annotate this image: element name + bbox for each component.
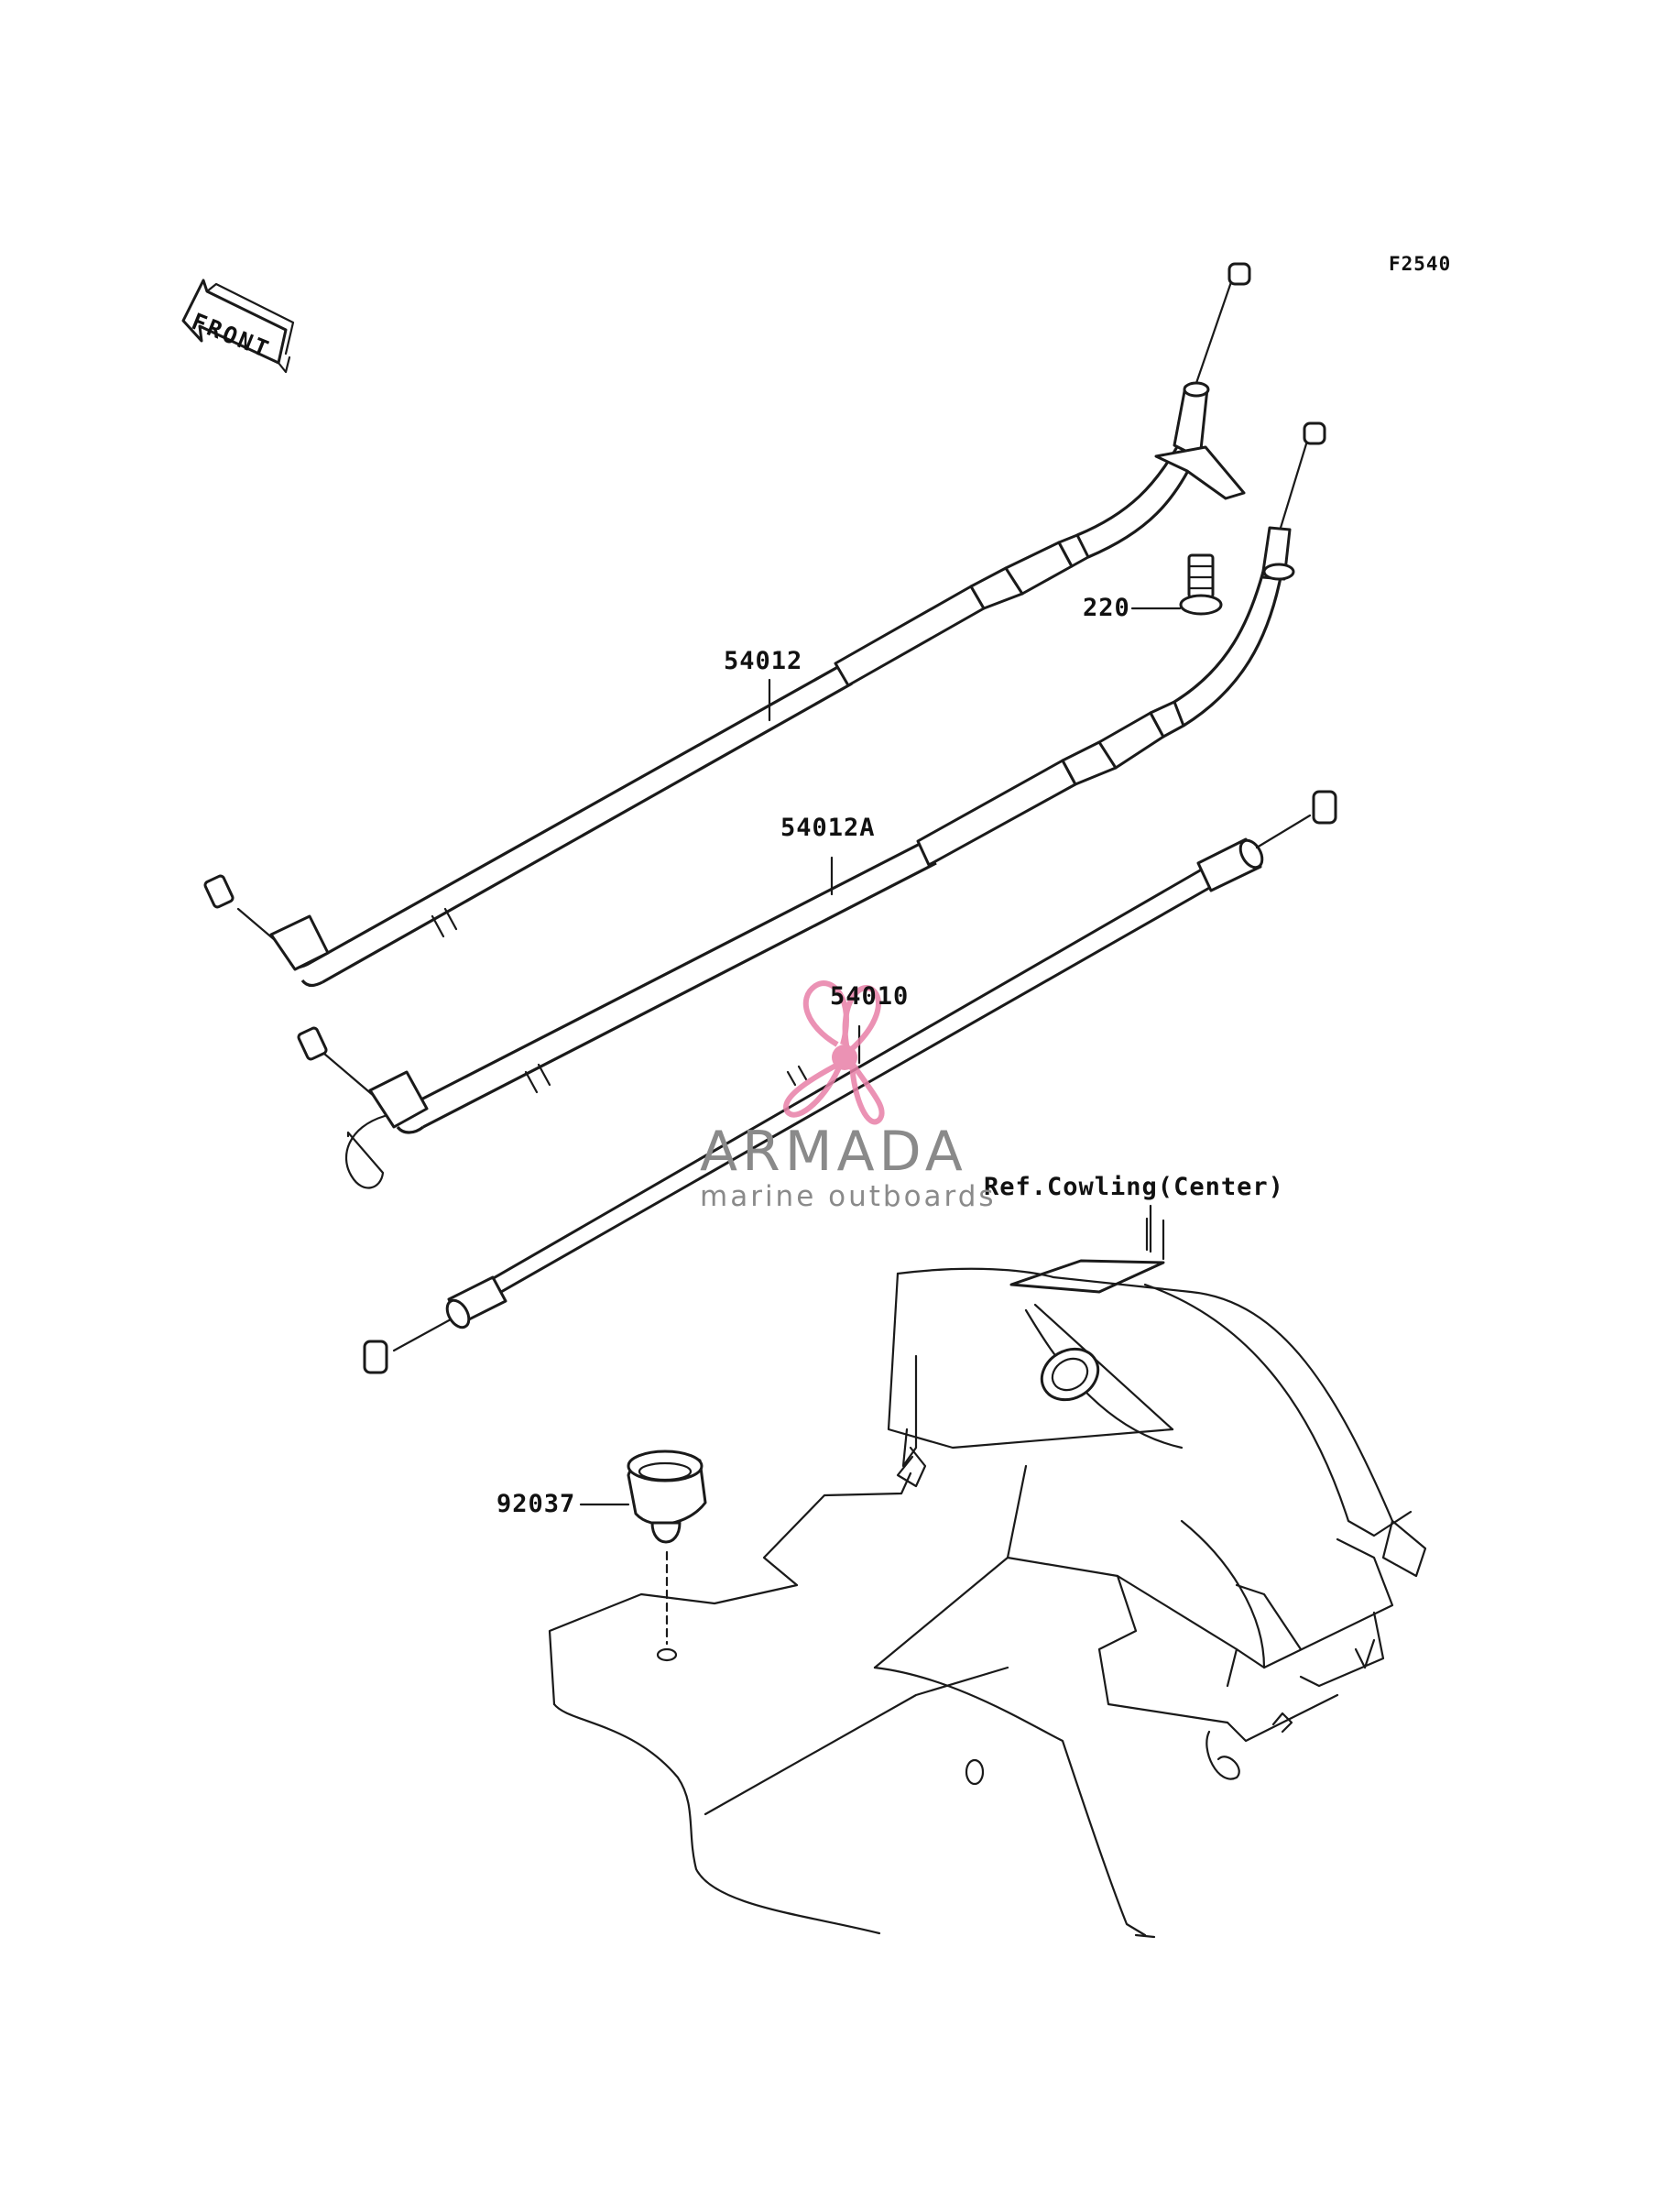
grommet-92037	[579, 1450, 707, 1662]
diagram-code-label: F2540	[1389, 253, 1452, 275]
armada-propeller-icon	[783, 980, 885, 1125]
part-number-54012: 54012	[724, 647, 803, 675]
part-number-54010: 54010	[830, 982, 910, 1011]
front-arrow-icon	[181, 279, 295, 374]
part-number-220: 220	[1083, 594, 1130, 622]
watermark-brand: ARMADA	[700, 1120, 967, 1184]
cable-54012	[203, 262, 1251, 988]
cable-54012A	[297, 421, 1326, 1189]
reference-cowling-label: Ref.Cowling(Center)	[984, 1173, 1284, 1201]
cowling-center-outline	[548, 1217, 1427, 1939]
bolt-220	[1130, 553, 1223, 616]
part-number-92037: 92037	[496, 1490, 576, 1518]
part-number-54012A: 54012A	[780, 814, 876, 842]
watermark-tagline: marine outboards	[700, 1180, 997, 1213]
leader-lines	[768, 678, 1152, 1253]
cable-54010	[363, 790, 1337, 1374]
